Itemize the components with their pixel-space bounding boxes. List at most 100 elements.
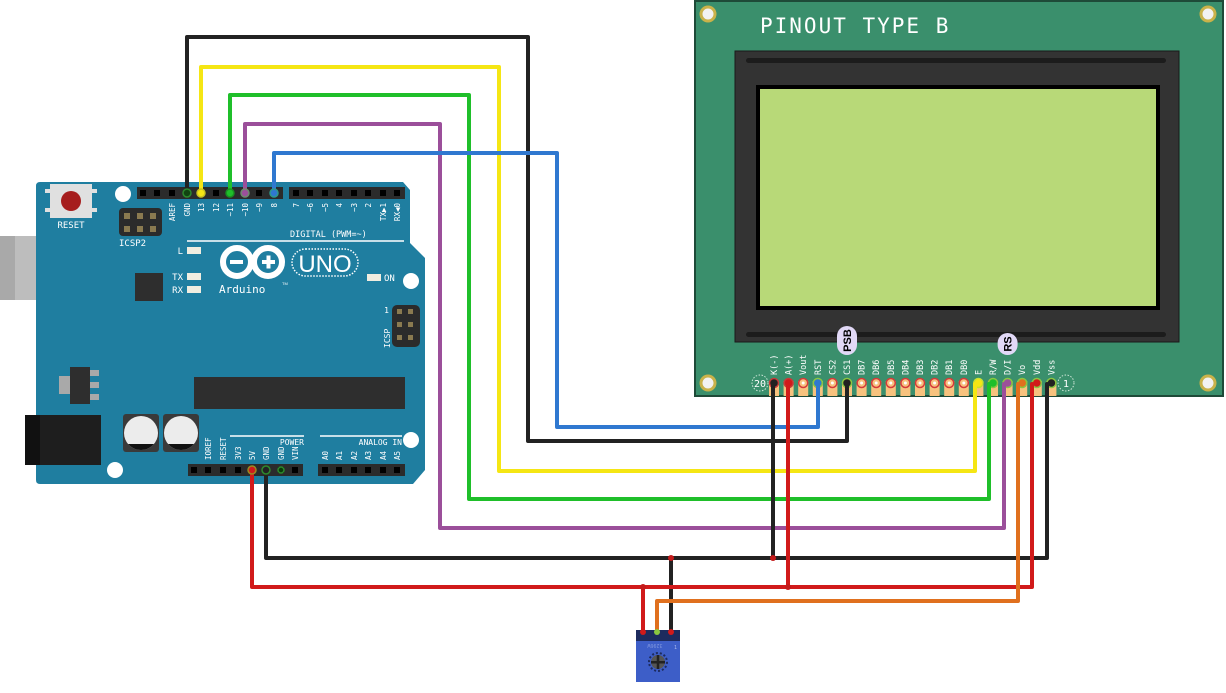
power-pin-label: VIN (291, 446, 300, 460)
lcd-pin-label: RST (814, 360, 824, 375)
power-socket[interactable] (235, 467, 241, 473)
digital-socket[interactable] (336, 190, 342, 196)
wire-d13-e[interactable] (199, 65, 977, 473)
reset-label: RESET (57, 221, 85, 231)
pot-pin-1 (640, 629, 646, 635)
power-header-label: POWER (280, 438, 304, 447)
digital-pin-label: 4 (335, 203, 344, 208)
led-l (187, 247, 201, 254)
lcd-pin-db2[interactable]: DB2 (929, 360, 941, 396)
regulator-tab (59, 376, 71, 394)
digital-socket[interactable] (394, 190, 400, 196)
usb-chip (135, 273, 163, 301)
digital-socket[interactable] (365, 190, 371, 196)
digital-socket[interactable] (307, 190, 313, 196)
lcd-pin-label: DB7 (858, 360, 868, 375)
icsp-pin (408, 309, 413, 314)
digital-socket[interactable] (322, 190, 328, 196)
lcd-pin-db6[interactable]: DB6 (870, 360, 882, 396)
icsp-pin (397, 309, 402, 314)
digital-socket[interactable] (154, 190, 160, 196)
digital-socket[interactable] (213, 190, 219, 196)
digital-socket[interactable] (169, 190, 175, 196)
analog-socket[interactable] (394, 467, 400, 473)
reset-button-leg (92, 189, 97, 193)
icsp-label: ICSP (383, 329, 392, 348)
led-label-tx: TX (172, 273, 183, 283)
icsp-header (392, 305, 420, 347)
wire-gnd-cs1[interactable] (185, 35, 849, 443)
digital-socket[interactable] (380, 190, 386, 196)
icsp2-pin (124, 226, 130, 232)
mounting-hole-bottom-left (699, 374, 717, 392)
pot-pin-wiper (654, 629, 660, 635)
potentiometer[interactable]: 3296W 1 (636, 629, 680, 682)
capacitor (123, 414, 159, 452)
lcd-pin-pad (944, 381, 955, 396)
wire-d11-rw[interactable] (228, 93, 991, 501)
board-hole (403, 432, 419, 448)
reset-button[interactable] (61, 191, 81, 211)
lcd-pin-db0[interactable]: DB0 (958, 360, 970, 396)
digital-pin-label: ~3 (350, 203, 359, 212)
lcd-pin-pad (1031, 381, 1042, 396)
digital-header-label: DIGITAL (PWM=~) (290, 230, 367, 240)
digital-socket[interactable] (256, 190, 262, 196)
pin-number-20-ring (751, 374, 769, 392)
lcd-pin-db1[interactable]: DB1 (943, 360, 955, 396)
analog-socket[interactable] (336, 467, 342, 473)
lcd-pin-db7[interactable]: DB7 (856, 360, 868, 396)
analog-socket[interactable] (351, 467, 357, 473)
icsp-pins (397, 309, 413, 340)
power-header (188, 464, 303, 476)
lcd-screen (756, 85, 1160, 310)
wire-gnd-bus[interactable] (264, 382, 1049, 560)
lcd-pin-pad (929, 381, 940, 396)
wire-d10-di[interactable] (243, 122, 1006, 530)
digital-socket[interactable] (140, 190, 146, 196)
analog-pin-label: A5 (393, 451, 402, 460)
board-hole (403, 273, 419, 289)
regulator-leg (90, 394, 99, 400)
mounting-hole-top-left (699, 5, 717, 23)
lcd-pin-label: Vout (799, 355, 809, 375)
wires (185, 35, 1049, 632)
analog-socket[interactable] (380, 467, 386, 473)
lcd-pin-vout[interactable]: Vout (797, 355, 809, 396)
lcd-pin-vss[interactable]: Vss (1046, 360, 1057, 396)
dc-power-jack-front (25, 415, 40, 465)
lcd-pin-db3[interactable]: DB3 (914, 360, 926, 396)
lcd-pin-db4[interactable]: DB4 (900, 360, 911, 396)
power-socket[interactable] (292, 467, 298, 473)
power-socket[interactable] (205, 467, 211, 473)
analog-header (318, 464, 405, 476)
power-pin-label: 3V3 (234, 446, 243, 460)
lcd-pin-label: CS2 (828, 360, 838, 375)
wire-pot-vo[interactable] (655, 382, 1020, 632)
analog-socket[interactable] (365, 467, 371, 473)
digital-socket[interactable] (293, 190, 299, 196)
digital-pin-label: 8 (270, 203, 279, 208)
power-socket[interactable] (220, 467, 226, 473)
icsp2-pin (137, 226, 143, 232)
arduino-logo-icon (220, 245, 285, 279)
bezel-slot-top (746, 58, 1166, 63)
digital-socket[interactable] (351, 190, 357, 196)
lcd-pin-db5[interactable]: DB5 (885, 360, 897, 396)
lcd-pin-dot (933, 381, 937, 385)
lcd-pin-cs2[interactable]: CS2 (827, 360, 838, 396)
icsp-pin (408, 335, 413, 340)
pot-top (636, 630, 680, 641)
lcd-pin-pad (1046, 381, 1057, 396)
icsp2-pin (124, 213, 130, 219)
analog-socket[interactable] (322, 467, 328, 473)
badge-label: RS (1003, 336, 1015, 351)
power-socket[interactable] (191, 467, 197, 473)
digital-pin-label: GND (183, 203, 192, 217)
icsp-pin (397, 335, 402, 340)
wire-d8-rst[interactable] (272, 151, 820, 429)
